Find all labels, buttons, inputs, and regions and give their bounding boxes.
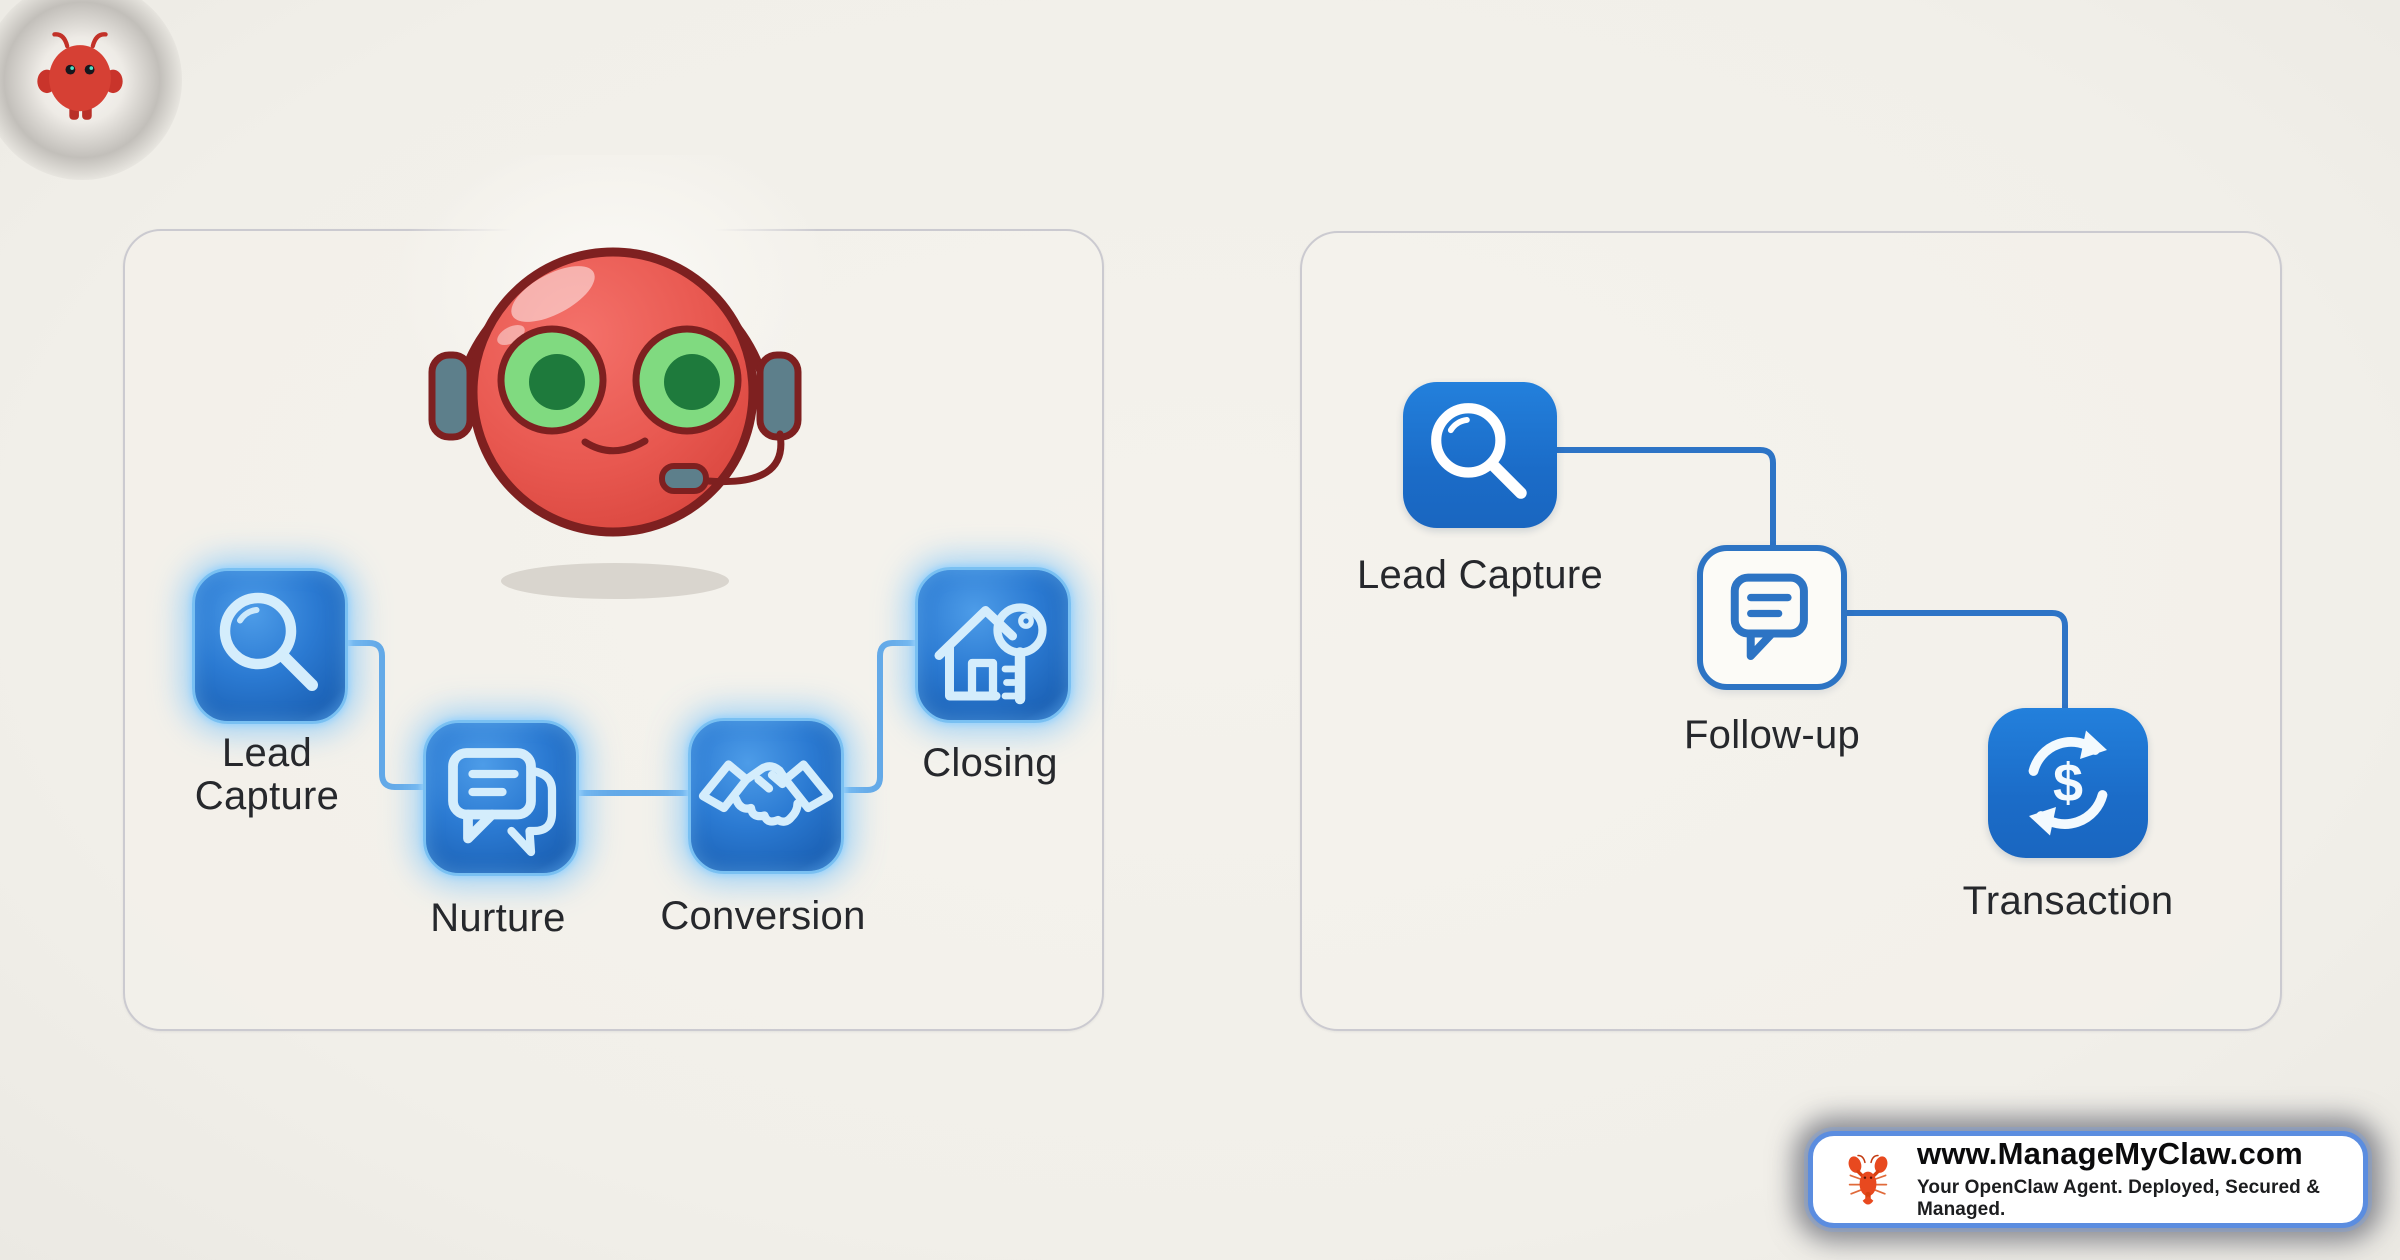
magnifier-icon — [1431, 403, 1527, 499]
crab-mascot-icon — [37, 32, 123, 120]
headset-mic-boom — [704, 430, 785, 486]
headset-mic — [659, 463, 709, 494]
handshake-icon — [698, 760, 834, 826]
step-label-lead-capture-right: Lead Capture — [1356, 553, 1603, 597]
badge-url: www.ManageMyClaw.com — [1917, 1136, 2303, 1172]
chat-bubbles-icon — [448, 748, 557, 857]
step-icon-follow-up — [1697, 545, 1847, 690]
step-label-closing: Closing — [922, 741, 1058, 785]
support-robot-mascot — [428, 247, 802, 599]
step-icon-conversion — [688, 718, 844, 874]
step-icon-closing — [915, 567, 1071, 723]
step-label-transaction: Transaction — [1962, 879, 2174, 923]
house-key-icon — [934, 603, 1047, 705]
step-label-follow-up: Follow-up — [1683, 713, 1861, 757]
chat-bubble-icon — [1730, 573, 1808, 661]
svg-text:$: $ — [2053, 753, 2083, 813]
step-icon-nurture — [423, 720, 579, 876]
badge-tagline: Your OpenClaw Agent. Deployed, Secured &… — [1917, 1176, 2321, 1220]
step-label-nurture: Nurture — [430, 896, 566, 940]
step-label-lead-capture-left: Lead Capture — [194, 731, 340, 819]
step-icon-lead-capture-left — [192, 568, 348, 724]
step-icon-transaction: $ — [1988, 708, 2148, 858]
branding-badge: www.ManageMyClaw.com Your OpenClaw Agent… — [1808, 1131, 2368, 1228]
magnifier-icon — [219, 592, 318, 691]
dollar-cycle-icon: $ — [2028, 730, 2108, 836]
lobster-icon — [1848, 1154, 1888, 1205]
step-label-conversion: Conversion — [660, 894, 866, 938]
step-icon-lead-capture-right — [1403, 382, 1557, 528]
robot-smile — [581, 437, 649, 455]
